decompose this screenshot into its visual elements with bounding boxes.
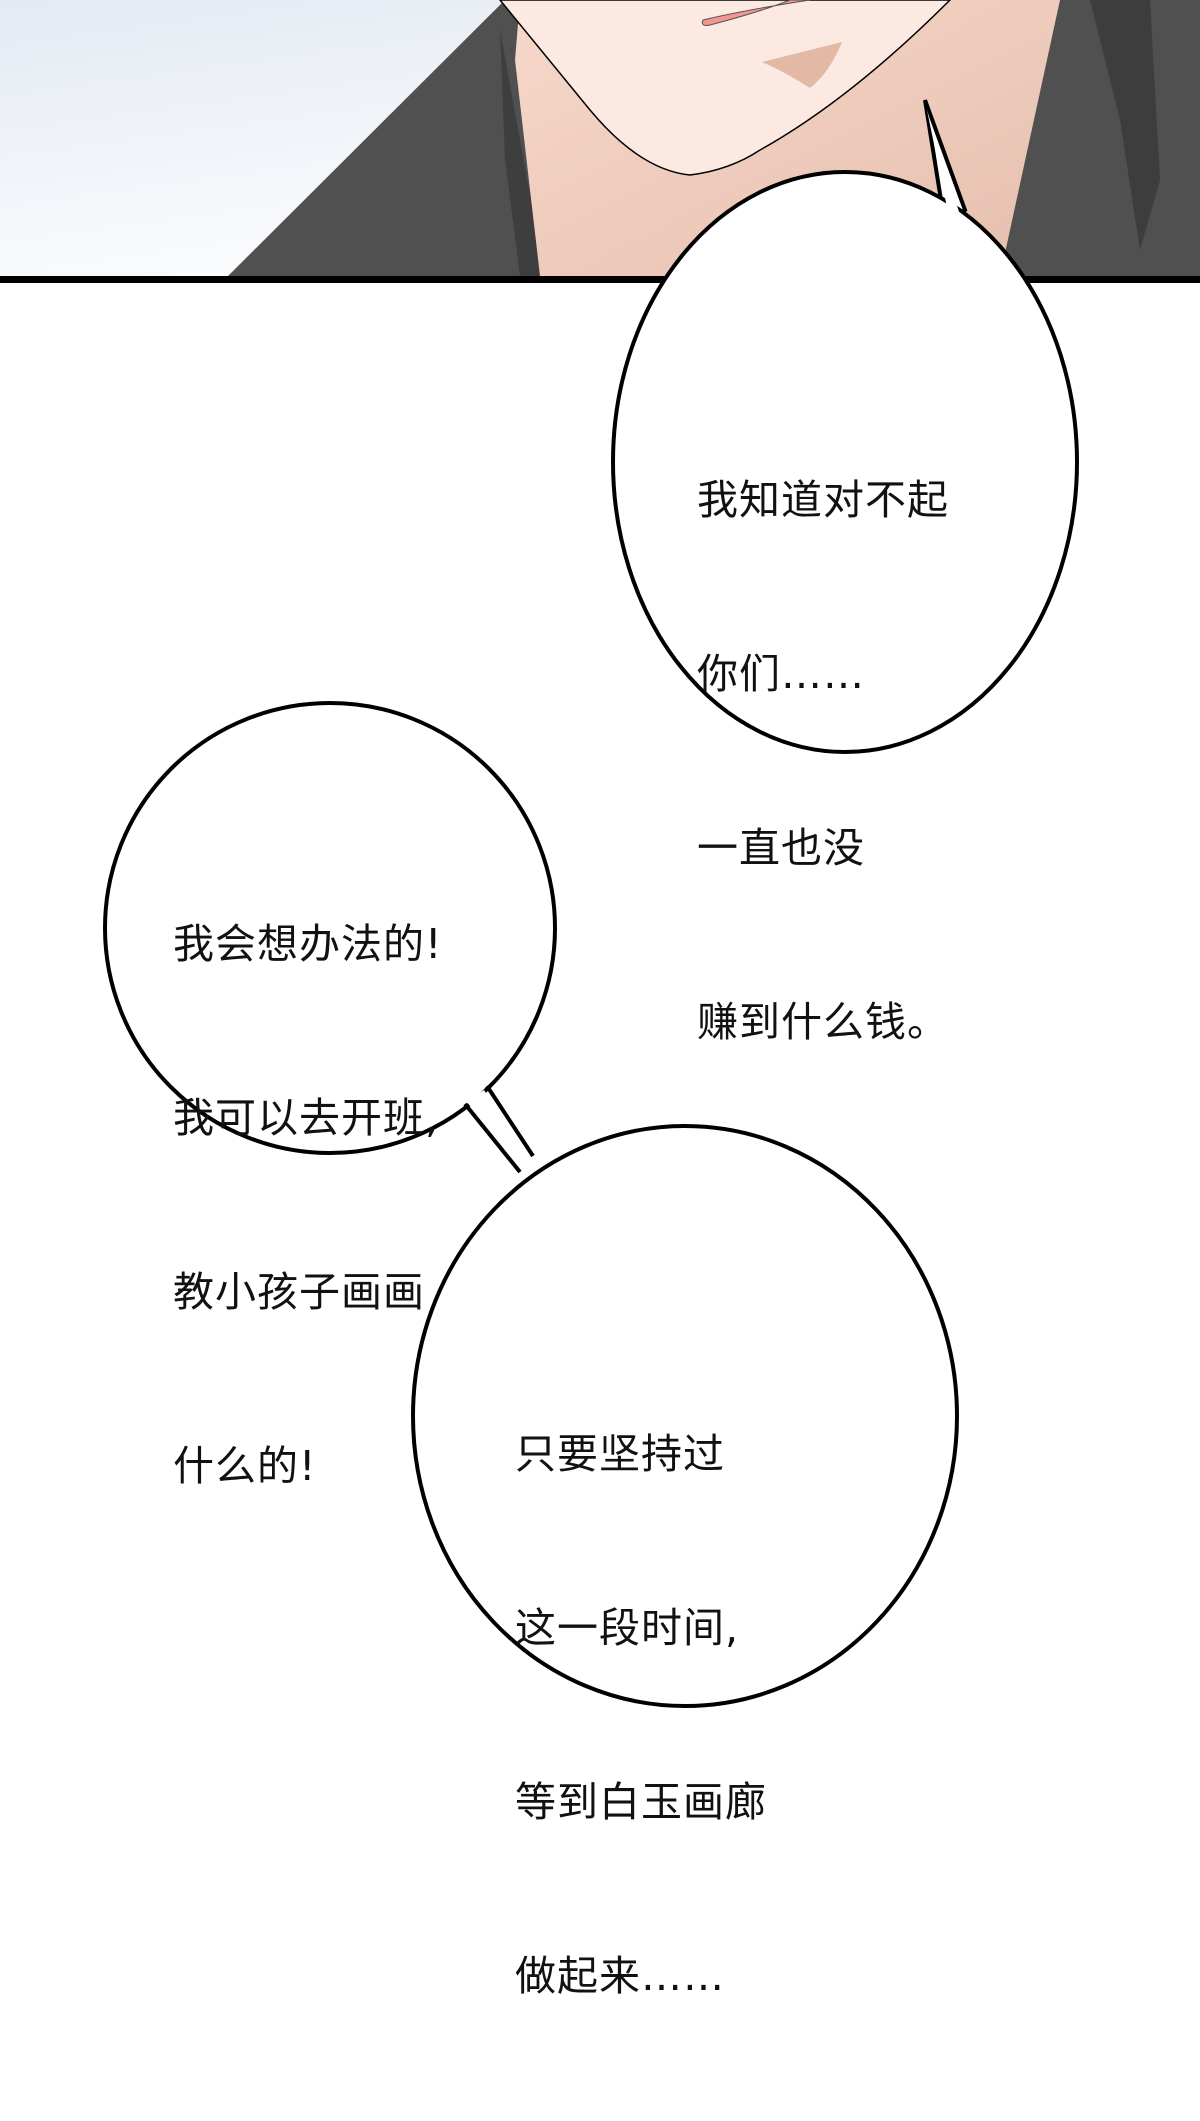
speech-bubble-3	[411, 1124, 959, 1708]
comic-page: 我知道对不起 你们…… 一直也没 赚到什么钱。 我会想办法的! 我可以去开班, …	[0, 0, 1200, 2000]
bubble-2-line: 我可以去开班,	[173, 1094, 440, 1142]
bubble-3-line: 做起来……	[515, 1952, 725, 2000]
bubble-3-line: 等到白玉画廊	[515, 1778, 767, 1826]
speech-bubble-1	[611, 99, 1079, 754]
speech-bubble-2-text: 我会想办法的! 我可以去开班, 教小孩子画画 什么的!	[173, 799, 442, 1611]
bubble-1-line: 一直也没	[697, 824, 865, 872]
bubble-2-line: 我会想办法的!	[173, 920, 443, 968]
bubble-2-line: 什么的!	[173, 1442, 317, 1490]
speech-bubble-2	[103, 701, 557, 1155]
bubble-3-line: 这一段时间,	[515, 1604, 740, 1652]
speech-bubble-1-text: 我知道对不起 你们…… 一直也没 赚到什么钱。	[697, 355, 949, 1167]
bubble-1-line: 我知道对不起	[697, 476, 949, 524]
top-panel	[0, 0, 1200, 283]
lip	[701, 0, 811, 26]
comic-artwork	[0, 0, 1200, 1708]
bubble-connector	[463, 1084, 535, 1174]
bubble-1-line: 赚到什么钱。	[697, 998, 949, 1046]
speech-bubble-3-text: 只要坚持过 这一段时间, 等到白玉画廊 做起来……	[515, 1309, 767, 2121]
bubble-3-line: 只要坚持过	[515, 1430, 725, 1478]
bubble-2-line: 教小孩子画画	[173, 1268, 425, 1316]
bubble-1-line: 你们……	[697, 650, 865, 698]
